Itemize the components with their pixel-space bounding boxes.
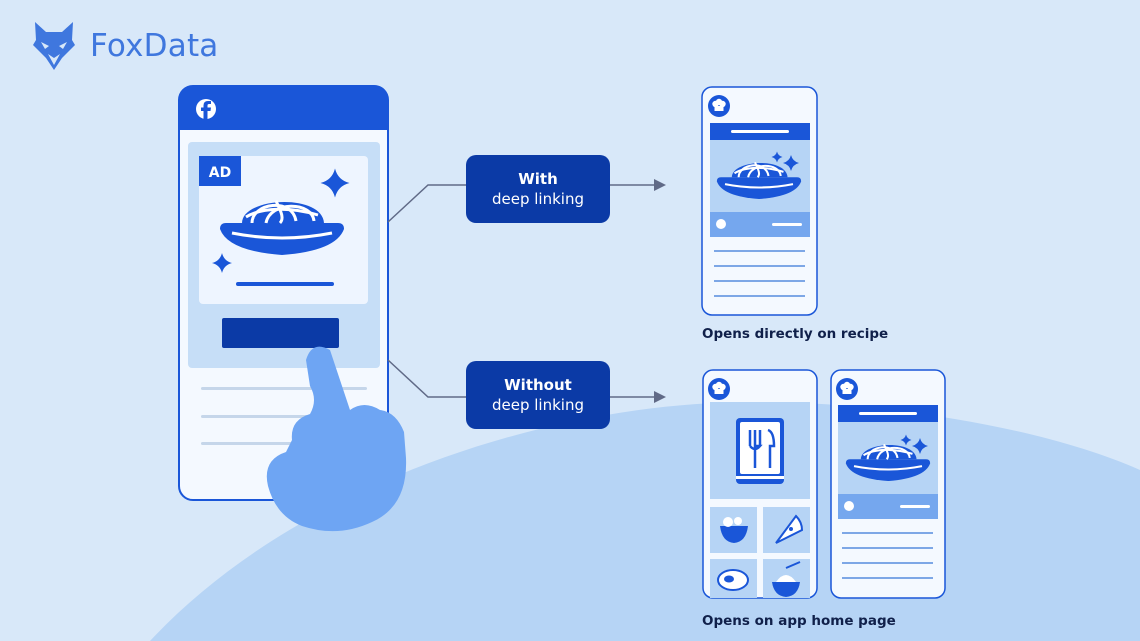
rice-bowl-icon	[772, 561, 801, 597]
arrow-with	[654, 179, 666, 191]
with-caption: Opens directly on recipe	[702, 326, 889, 342]
fox-head-icon	[33, 22, 75, 70]
brand-logo: FoxData	[32, 20, 219, 72]
home-phone	[702, 369, 818, 599]
with-deep-linking-label: With deep linking	[466, 155, 610, 223]
ad-cta-button[interactable]	[222, 318, 339, 348]
with-label-line2: deep linking	[492, 190, 584, 208]
connector-lines	[387, 184, 656, 398]
without-caption: Opens on app home page	[702, 613, 896, 629]
facebook-icon	[196, 99, 216, 119]
recipe-phone-direct	[701, 86, 818, 316]
with-label-line1: With	[518, 170, 558, 188]
brand-name: FoxData	[90, 28, 219, 64]
pizza-slice-icon	[775, 514, 804, 544]
pointing-hand-icon	[266, 346, 407, 532]
ad-badge-label: AD	[209, 165, 231, 181]
recipe-phone-indirect	[830, 369, 946, 599]
arrow-without	[654, 391, 666, 403]
salad-bowl-icon	[720, 517, 748, 543]
steak-icon	[717, 569, 749, 591]
without-label-line2: deep linking	[492, 396, 584, 414]
ad-badge	[199, 156, 241, 186]
without-label-line1: Without	[504, 376, 572, 394]
without-deep-linking-label: Without deep linking	[466, 361, 610, 429]
cookbook-icon	[736, 418, 784, 484]
